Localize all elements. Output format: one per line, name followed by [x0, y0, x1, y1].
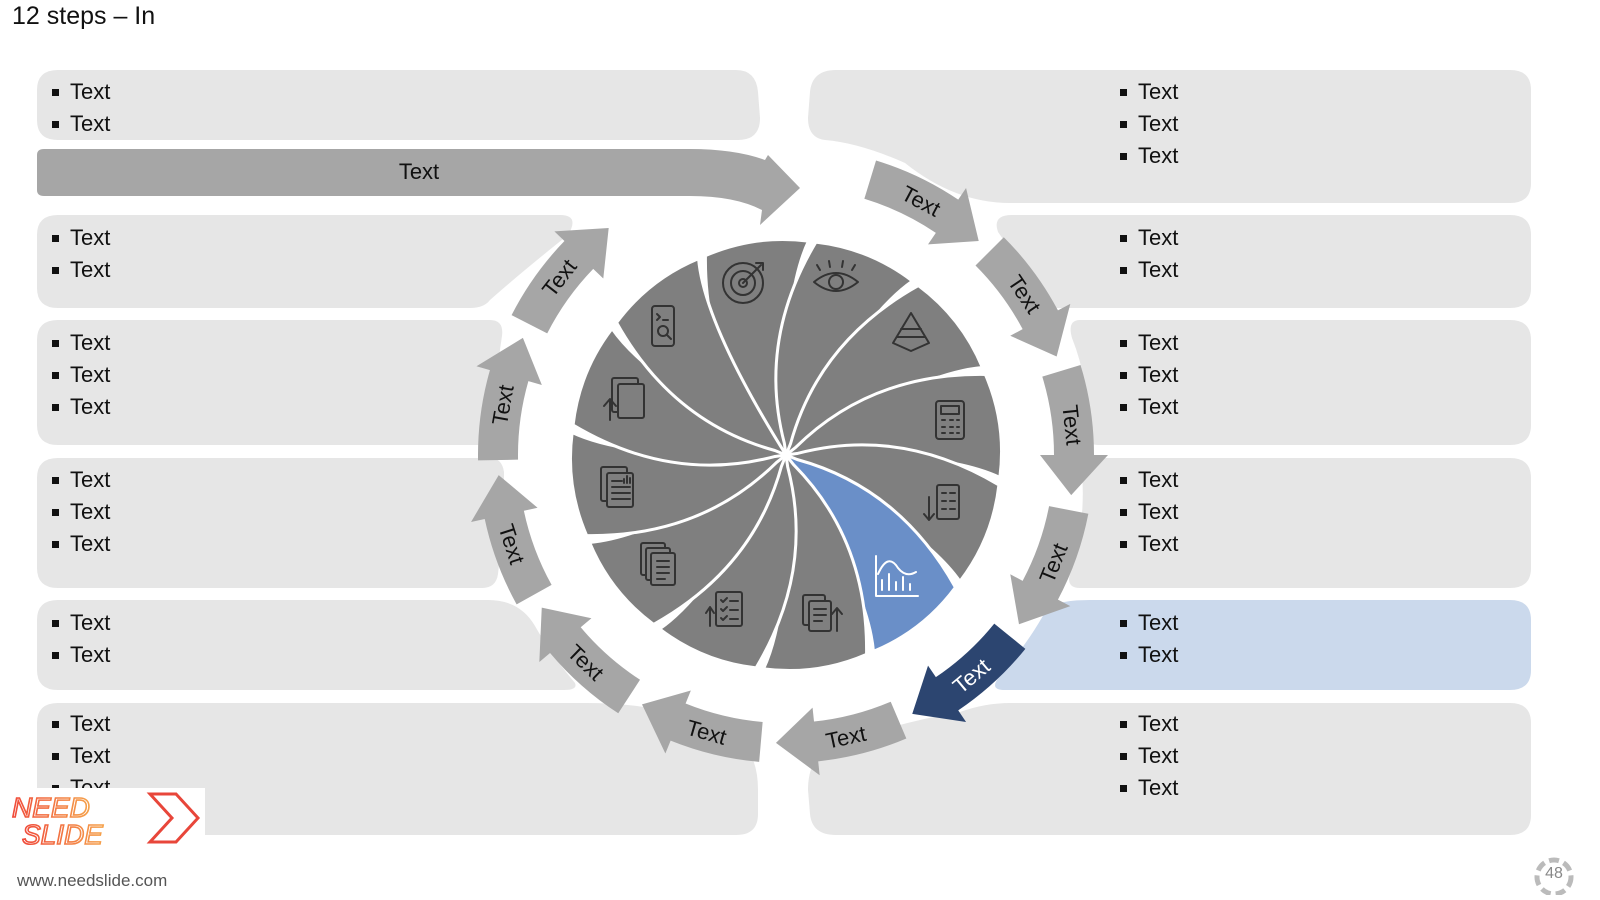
- bullet-item: Text: [1118, 391, 1178, 423]
- right-box-6-list: Text Text Text: [1118, 708, 1178, 804]
- right-box-1: [808, 70, 1531, 203]
- calculator-icon: [935, 400, 965, 440]
- bullet-item: Text: [50, 607, 110, 639]
- checklist-icon: [705, 591, 743, 627]
- logo-line-1: NEED: [12, 792, 90, 823]
- bullet-item: Text: [50, 740, 110, 772]
- left-box-3: [37, 320, 503, 445]
- financial-documents-icon: [600, 466, 634, 508]
- cycle-step-arrow: [1010, 506, 1089, 625]
- right-box-4: [1069, 458, 1531, 588]
- report-documents-icon: [640, 542, 676, 586]
- right-box-4-list: Text Text Text: [1118, 464, 1178, 560]
- cycle-step-label: Text: [1057, 404, 1086, 447]
- right-box-3: [1070, 320, 1531, 445]
- icon-layer: [600, 260, 965, 632]
- mobile-search-icon: [651, 305, 675, 347]
- cycle-step-arrow: [912, 623, 1026, 722]
- page-number: 48: [1545, 865, 1563, 882]
- bullet-item: Text: [50, 464, 110, 496]
- bullet-item: Text: [1118, 639, 1178, 671]
- cycle-step-arrow: [1040, 364, 1108, 496]
- right-box-5: [995, 600, 1531, 690]
- left-box-5-list: Text Text: [50, 607, 110, 671]
- cycle-step-arrow: [471, 475, 552, 605]
- needslide-logo: NEED SLIDE: [0, 788, 205, 851]
- right-box-1-list: Text Text Text: [1118, 76, 1178, 172]
- cycle-step-arrow: [642, 690, 763, 762]
- left-box-6: [37, 703, 758, 835]
- cycle-step-arrow: [975, 237, 1071, 357]
- bullet-item: Text: [1118, 496, 1178, 528]
- left-box-1-list: Text Text: [50, 76, 110, 140]
- cycle-step-arrow: [511, 228, 609, 334]
- left-box-3-list: Text Text Text: [50, 327, 110, 423]
- left-box-1: [37, 70, 760, 140]
- bullet-item: Text: [50, 708, 110, 740]
- pinwheel-petal: [615, 257, 788, 457]
- header-bar-label: Text: [399, 159, 439, 184]
- right-box-2-list: Text Text: [1118, 222, 1178, 286]
- arrow-ring-layer: TextTextTextTextTextTextTextTextTextText…: [471, 160, 1108, 776]
- website-url: www.needslide.com: [17, 871, 168, 890]
- document-upload-icon: [802, 594, 843, 632]
- left-box-2-list: Text Text: [50, 222, 110, 286]
- right-box-6: [808, 703, 1531, 835]
- page-number-ornament: [1534, 857, 1574, 897]
- left-box-4-list: Text Text Text: [50, 464, 110, 560]
- right-box-2: [996, 215, 1531, 308]
- bullet-item: Text: [1118, 528, 1178, 560]
- cycle-step-arrow: [775, 701, 907, 776]
- bullet-item: Text: [1118, 772, 1178, 804]
- upload-files-icon: [603, 377, 645, 421]
- bullet-item: Text: [50, 327, 110, 359]
- bullet-item: Text: [1118, 254, 1178, 286]
- bullet-item: Text: [50, 76, 110, 108]
- bullet-item: Text: [1118, 222, 1178, 254]
- cycle-step-arrow: [476, 337, 542, 461]
- right-box-3-list: Text Text Text: [1118, 327, 1178, 423]
- cycle-step-arrow: [864, 160, 979, 245]
- text-box-layer: [37, 70, 1531, 835]
- petal-layer: [568, 237, 1004, 673]
- eye-icon: [813, 260, 859, 292]
- bullet-item: Text: [1118, 108, 1178, 140]
- bullet-item: Text: [50, 496, 110, 528]
- slide-title: 12 steps – In: [12, 2, 156, 30]
- bullet-item: Text: [50, 359, 110, 391]
- bullet-item: Text: [50, 639, 110, 671]
- bullet-item: Text: [1118, 607, 1178, 639]
- cycle-step-arrow: [539, 607, 641, 714]
- logo-line-2: SLIDE: [22, 819, 103, 850]
- pyramid-icon: [892, 312, 930, 352]
- header-arrow-bar: [37, 149, 800, 225]
- logo-mark: NEED SLIDE: [11, 791, 201, 851]
- left-box-5: [37, 600, 576, 690]
- bullet-item: Text: [1118, 464, 1178, 496]
- bullet-item: Text: [50, 391, 110, 423]
- bullet-item: Text: [1118, 359, 1178, 391]
- left-box-2: [37, 215, 573, 308]
- header-bar-layer: Text: [37, 149, 800, 225]
- target-icon: [722, 262, 764, 304]
- bullet-item: Text: [1118, 740, 1178, 772]
- bullet-item: Text: [1118, 76, 1178, 108]
- left-box-4: [37, 458, 504, 588]
- bullet-item: Text: [50, 528, 110, 560]
- bullet-item: Text: [1118, 140, 1178, 172]
- checklist-document-icon: [923, 484, 960, 521]
- bar-chart-icon: [875, 555, 919, 597]
- right-box-5-list: Text Text: [1118, 607, 1178, 671]
- page-number-badge: 48: [1530, 851, 1578, 897]
- bullet-item: Text: [50, 222, 110, 254]
- bullet-item: Text: [50, 254, 110, 286]
- bullet-item: Text: [50, 108, 110, 140]
- bullet-item: Text: [1118, 327, 1178, 359]
- bullet-item: Text: [1118, 708, 1178, 740]
